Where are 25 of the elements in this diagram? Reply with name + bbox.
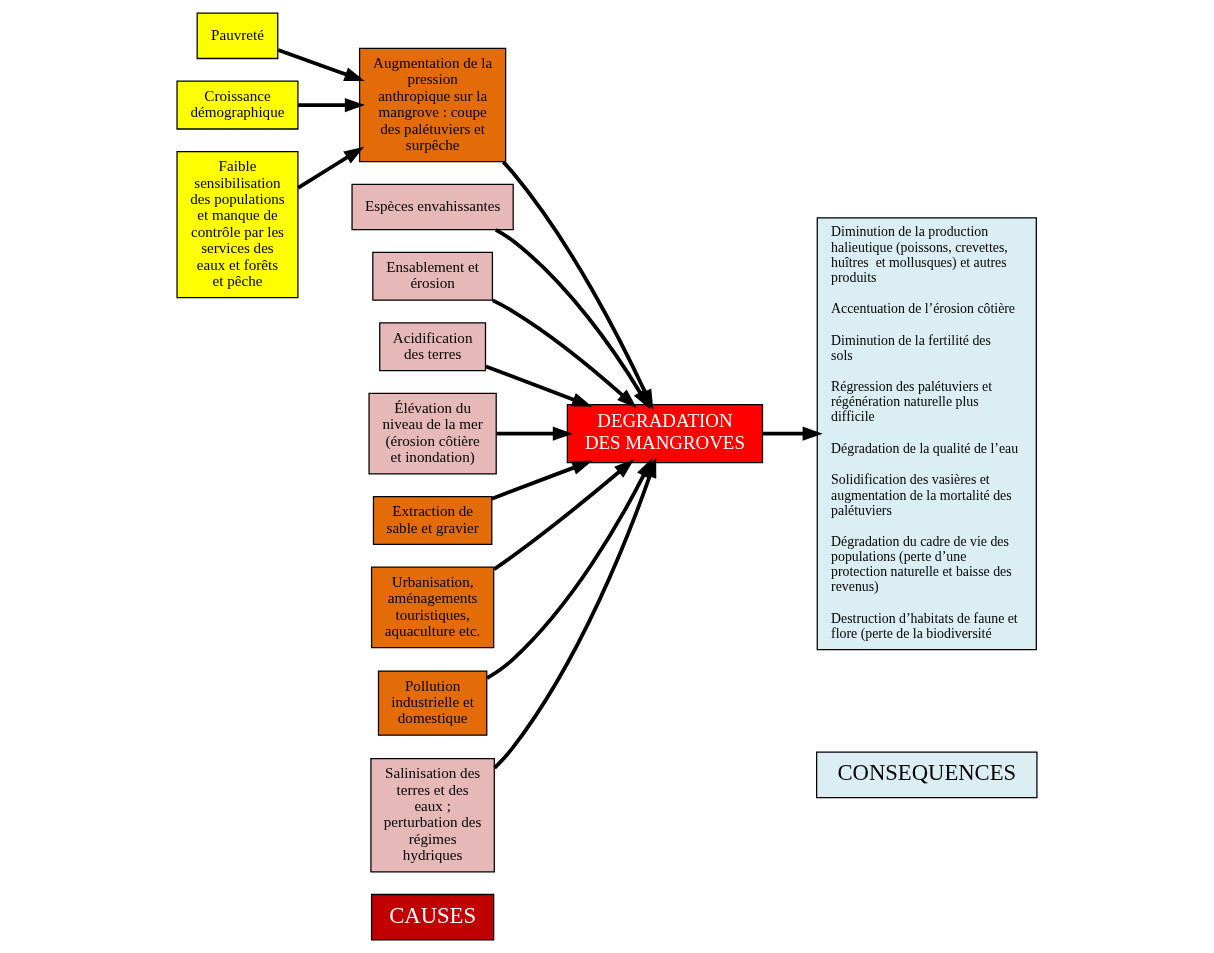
node-box: Diminution de la production halieutique (poissons, crevettes, huîtres et mollusques) et autres produits Accentuation de l’érosion côtière Diminution de la fertilité des sols Régression des palétuviers et régénération naturelle plus difficile Dégradation de la qualité de l’eau Solidification des vasières et augmentation de la mortalité des palétuviers Dégradation du cadre de vie des populations (perte d’une protection naturelle et baisse des revenus) Destruction d’habitats de faune et flore (perte de la biodiversité bbox=[816, 217, 1037, 651]
node-box: Pauvreté bbox=[196, 12, 279, 60]
node-box: Élévation du niveau de la mer (érosion côtière et inondation) bbox=[368, 392, 497, 475]
node-box: Extraction de sable et gravier bbox=[372, 496, 493, 546]
node-box: Salinisation des terres et des eaux ; perturbation des régimes hydriques bbox=[370, 757, 495, 873]
arrow bbox=[485, 364, 593, 407]
node-box: Pollution industrielle et domestique bbox=[377, 670, 488, 736]
arrow bbox=[492, 298, 637, 409]
node-box: Faible sensibilisation des populations et manque de contrôle par les services des eaux et forêts et pêche bbox=[176, 151, 299, 299]
node-box: DEGRADATION DES MANGROVES bbox=[566, 404, 764, 464]
node-box: Croissance démographique bbox=[176, 80, 299, 130]
node-box: Espèces envahissantes bbox=[351, 183, 514, 231]
node-box: Acidification des terres bbox=[379, 322, 487, 372]
arrow bbox=[298, 98, 366, 113]
arrow bbox=[297, 146, 365, 190]
node-box: Urbanisation, aménagements touristiques, aquaculture etc. bbox=[370, 566, 495, 649]
node-box: CONSEQUENCES bbox=[816, 751, 1038, 799]
arrow bbox=[493, 459, 635, 571]
arrow bbox=[762, 426, 823, 441]
node-box: Ensablement et érosion bbox=[372, 251, 494, 301]
arrow bbox=[277, 48, 365, 82]
arrow bbox=[491, 460, 593, 501]
arrow bbox=[496, 426, 573, 441]
node-box: Augmentation de la pression anthropique sur la mangrove : coupe des palétuviers et surpêche bbox=[358, 47, 507, 163]
node-box: CAUSES bbox=[370, 893, 495, 941]
